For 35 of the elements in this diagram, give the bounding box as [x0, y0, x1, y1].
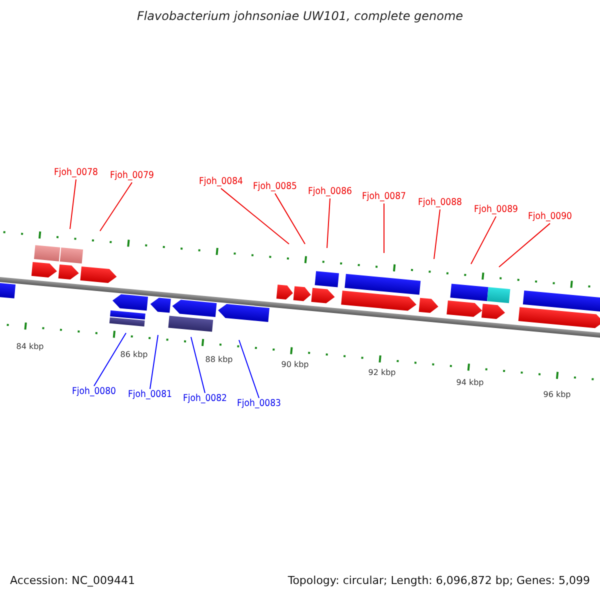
gene-label: Fjoh_0085 — [253, 182, 297, 192]
gene-label: Fjoh_0079 — [110, 171, 154, 182]
gene-label: Fjoh_0078 — [54, 168, 98, 178]
gene-label: Fjoh_0084 — [199, 177, 243, 188]
gene-label: Fjoh_0080 — [72, 387, 116, 398]
gene-label: Fjoh_0086 — [308, 187, 352, 198]
gene-label: Fjoh_0088 — [418, 198, 462, 208]
leader-line — [470, 216, 496, 264]
scale-label: 88 kbp — [205, 356, 233, 365]
gene-label: Fjoh_0081 — [128, 390, 172, 400]
scale-label: 86 kbp — [120, 351, 148, 360]
scale-label: 84 kbp — [16, 343, 44, 352]
gene-label: Fjoh_0090 — [528, 212, 572, 222]
scale-label: 90 kbp — [281, 361, 309, 370]
leader-line — [94, 332, 126, 386]
leader-line — [498, 222, 550, 268]
leader-line — [326, 198, 330, 248]
leader-line — [434, 208, 440, 260]
leader-line — [100, 182, 132, 232]
gene-label: Fjoh_0087 — [362, 192, 406, 202]
footer-note: Topology: circular; Length: 6,096,872 bp; Genes: 5,099 — [288, 575, 590, 588]
title: Flavobacterium johnsoniae UW101, complete genome — [136, 10, 464, 24]
gene-label: Fjoh_0082 — [183, 394, 227, 404]
scale-label: 96 kbp — [543, 391, 571, 400]
gene-label: Fjoh_0089 — [474, 205, 518, 216]
leader-line — [220, 188, 290, 244]
leader-line — [70, 178, 76, 230]
scale-label: 94 kbp — [456, 379, 484, 388]
gene-label: Fjoh_0083 — [237, 399, 281, 410]
leader-line — [150, 334, 158, 390]
leader-line — [274, 192, 306, 244]
leader-line — [190, 336, 206, 394]
leader-line — [238, 340, 260, 398]
scale-label: 92 kbp — [368, 369, 396, 378]
footer-note: Accession: NC_009441 — [10, 575, 136, 588]
